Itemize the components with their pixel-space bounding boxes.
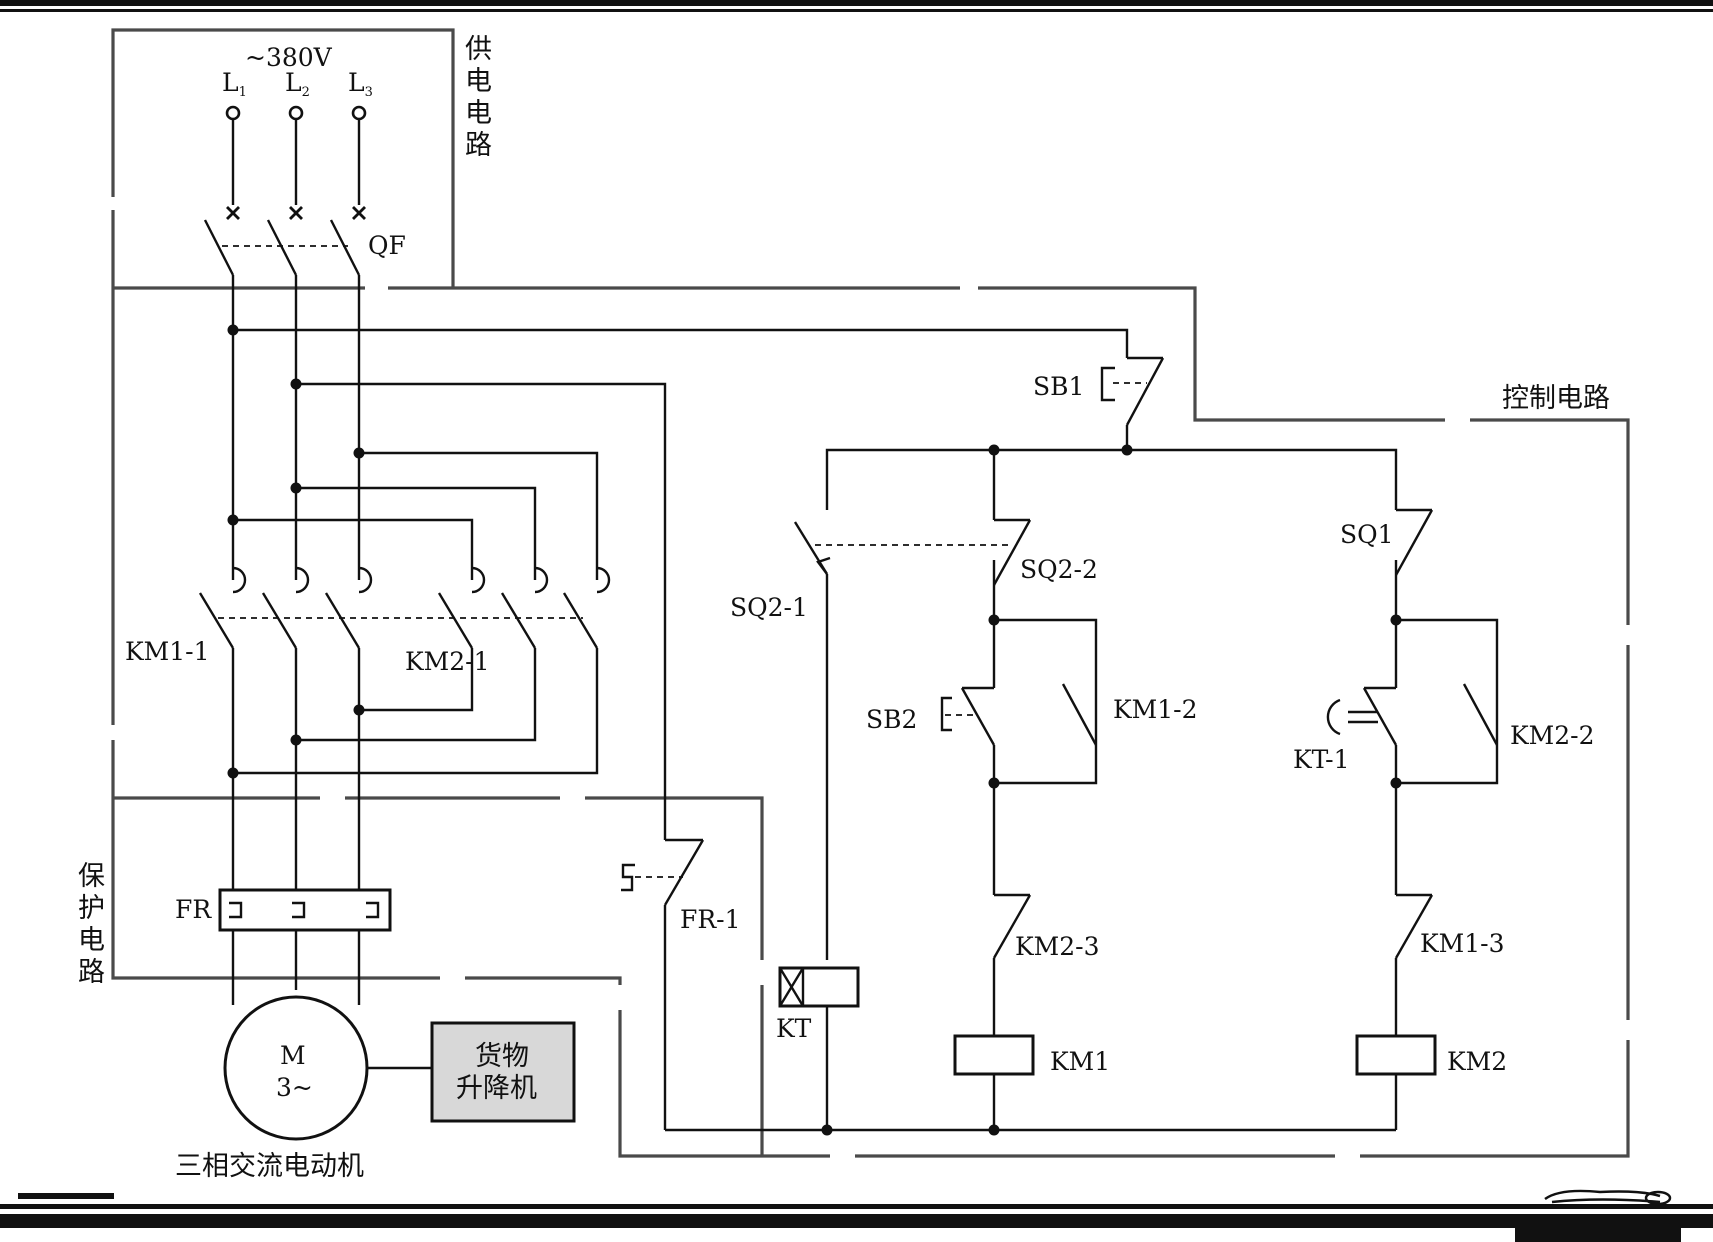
phase-buses	[227, 275, 1129, 840]
svg-text:保: 保	[78, 861, 105, 892]
motor	[223, 995, 432, 1141]
sq2-1-label: SQ2-1	[730, 593, 808, 622]
km2-3-label: KM2-3	[1015, 932, 1100, 961]
motor-phase-label: 3~	[276, 1073, 313, 1102]
reversal-wiring	[227, 648, 599, 890]
wire-l2-to-fr1	[296, 382, 667, 840]
svg-text:供: 供	[465, 34, 492, 65]
phase-label-l3: L3	[348, 68, 373, 100]
qf-label: QF	[368, 231, 406, 260]
sb1-label: SB1	[1033, 372, 1084, 401]
sq1-label: SQ1	[1340, 520, 1394, 549]
hoist-box	[430, 1021, 576, 1123]
km2-branch	[1326, 508, 1499, 1130]
qf-breaker	[203, 206, 366, 276]
sb2-label: SB2	[866, 705, 917, 734]
km2-coil-label: KM2	[1447, 1047, 1507, 1076]
svg-text:护: 护	[78, 893, 105, 924]
phase-label-l1: L1	[222, 68, 247, 100]
motor-caption: 三相交流电动机	[175, 1151, 364, 1182]
load-label-line2: 升降机	[456, 1073, 537, 1104]
control-region-label: 控制电路	[1502, 383, 1610, 414]
phase-label-l2: L2	[285, 68, 310, 100]
km1-1-label: KM1-1	[125, 637, 210, 666]
control-circuit	[665, 356, 1499, 1136]
km1-coil-label: KM1	[1050, 1047, 1110, 1076]
svg-text:路: 路	[465, 130, 492, 161]
motor-symbol-label: M	[280, 1041, 306, 1070]
sq2-1-limit-switch	[793, 521, 831, 960]
fr-thermal-relay	[218, 888, 392, 1005]
km1-2-label: KM1-2	[1113, 695, 1198, 724]
supply-region-boundary	[111, 28, 455, 287]
km1-1-main-contacts	[198, 566, 373, 649]
kt-1-label: KT-1	[1293, 745, 1349, 774]
voltage-label: ~380V	[245, 43, 333, 72]
protection-region-label: 保 护 电 路	[78, 861, 105, 988]
km2-2-label: KM2-2	[1510, 721, 1595, 750]
sq2-2-label: SQ2-2	[1020, 555, 1098, 584]
km1-branch	[940, 450, 1098, 1130]
svg-text:电: 电	[465, 98, 492, 129]
sb1-pushbutton	[1100, 356, 1165, 450]
region-boundaries	[111, 28, 1630, 1158]
supply-terminals	[225, 105, 367, 205]
svg-text:电: 电	[78, 925, 105, 956]
scribble-mark	[1544, 1189, 1672, 1206]
fr-label: FR	[175, 895, 212, 924]
phase-labels: L1 L2 L3	[222, 68, 373, 100]
km2-1-label: KM2-1	[405, 647, 490, 676]
km2-1-main-contacts	[437, 566, 611, 649]
load-label-line1: 货物	[475, 1041, 529, 1072]
kt-timer-coil	[778, 966, 860, 1130]
svg-text:路: 路	[78, 957, 105, 988]
wire-l1-to-sb1	[233, 328, 1129, 358]
fr-1-label: FR-1	[680, 905, 741, 934]
km1-3-label: KM1-3	[1420, 929, 1505, 958]
kt-label: KT	[776, 1014, 812, 1043]
supply-region-label: 供 电 电 路	[465, 34, 492, 161]
svg-text:电: 电	[465, 66, 492, 97]
fr-1-contact	[621, 838, 705, 1130]
